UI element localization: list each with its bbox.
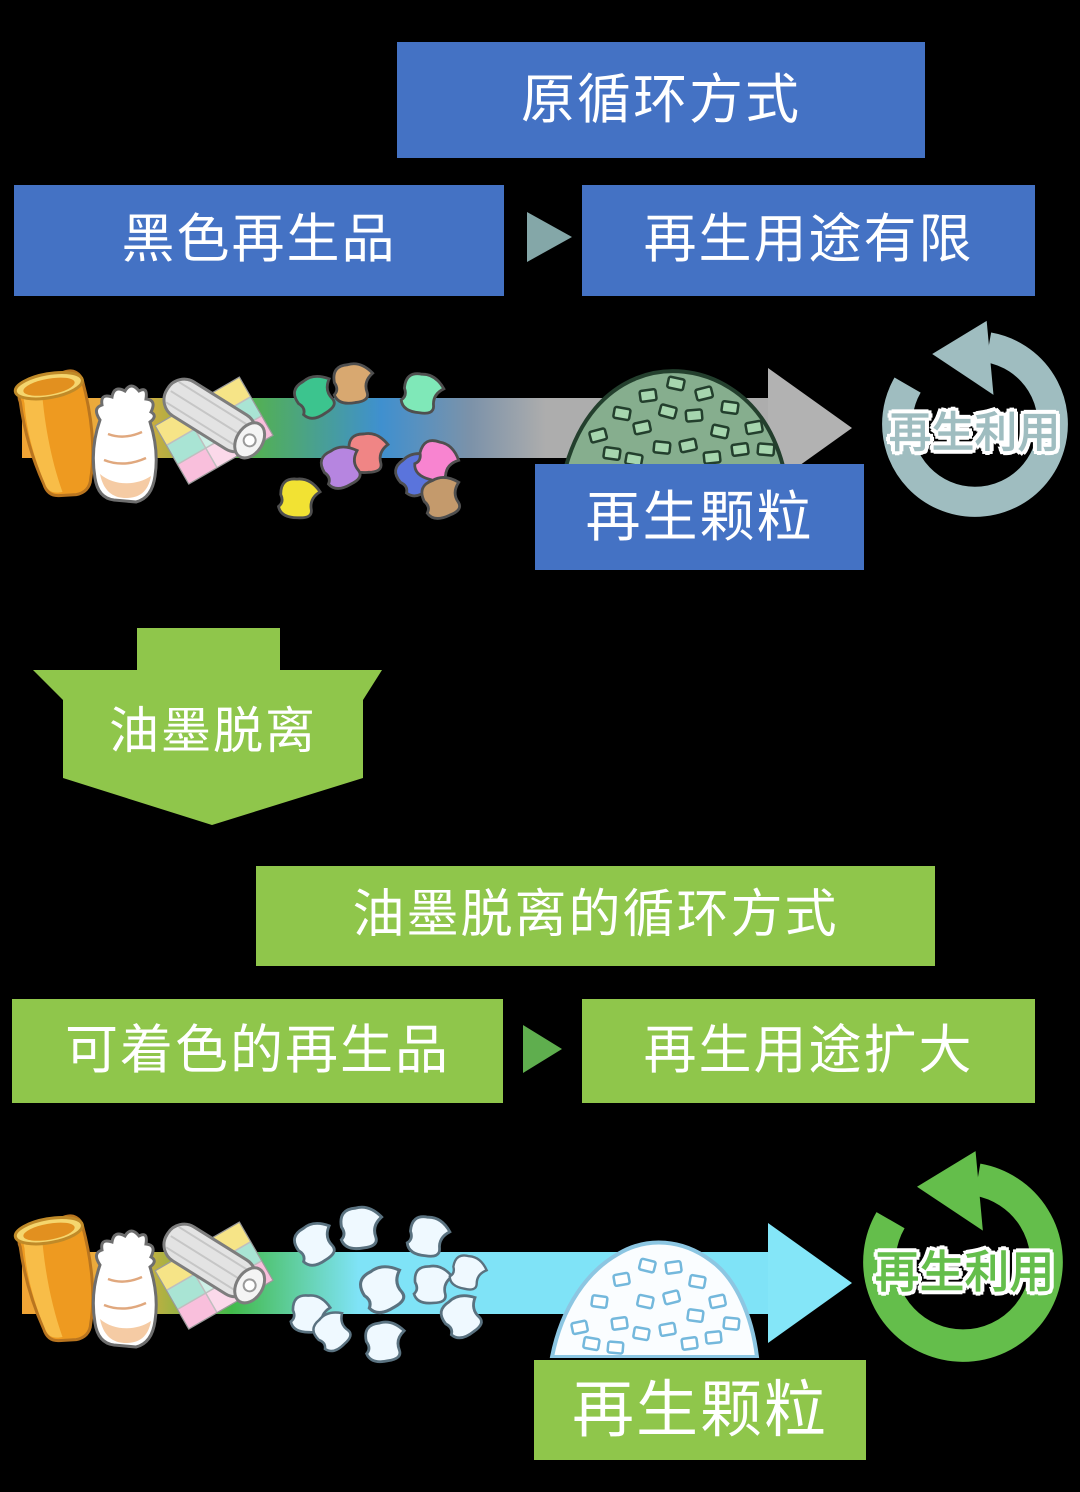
white-flakes-icon bbox=[284, 1202, 491, 1367]
original-cycle-title: 原循环方式 bbox=[397, 42, 925, 158]
pellet-mound-original bbox=[563, 369, 786, 467]
ink-removal-label: 油墨脱离 bbox=[109, 702, 317, 760]
recycle-loop-icon-original bbox=[882, 320, 1068, 517]
colored-flakes-icon bbox=[271, 359, 464, 520]
waste-items-deinked bbox=[11, 1202, 491, 1367]
pellet-label-original: 再生颗粒 bbox=[535, 464, 864, 570]
recycle-label-deinked: 再生利用 bbox=[875, 1247, 1055, 1298]
process-arrowhead-deinked bbox=[768, 1223, 852, 1343]
recycle-loop-icon-deinked bbox=[863, 1151, 1063, 1362]
waste-cup-icon bbox=[11, 1211, 105, 1349]
waste-items-original bbox=[11, 359, 464, 520]
flow-triangle-icon-original bbox=[527, 212, 572, 262]
film-roll-icon bbox=[154, 370, 274, 485]
source-box-deinked: 可着色的再生品 bbox=[12, 999, 503, 1103]
waste-cup-icon bbox=[11, 366, 105, 504]
waste-bag-icon bbox=[91, 384, 158, 504]
film-roll-icon bbox=[154, 1215, 274, 1330]
pellet-label-deinked: 再生颗粒 bbox=[534, 1360, 866, 1460]
recycle-label-original: 再生利用 bbox=[888, 408, 1061, 457]
result-box-original: 再生用途有限 bbox=[582, 185, 1035, 296]
pellet-mound-deinked bbox=[549, 1240, 760, 1358]
flow-triangle-icon-deinked bbox=[523, 1025, 562, 1073]
source-box-original: 黑色再生品 bbox=[14, 185, 504, 296]
waste-bag-icon bbox=[91, 1229, 158, 1349]
deinked-cycle-title: 油墨脱离的循环方式 bbox=[256, 866, 935, 966]
result-box-deinked: 再生用途扩大 bbox=[582, 999, 1035, 1103]
ink-removal-arrow-icon bbox=[33, 628, 382, 825]
